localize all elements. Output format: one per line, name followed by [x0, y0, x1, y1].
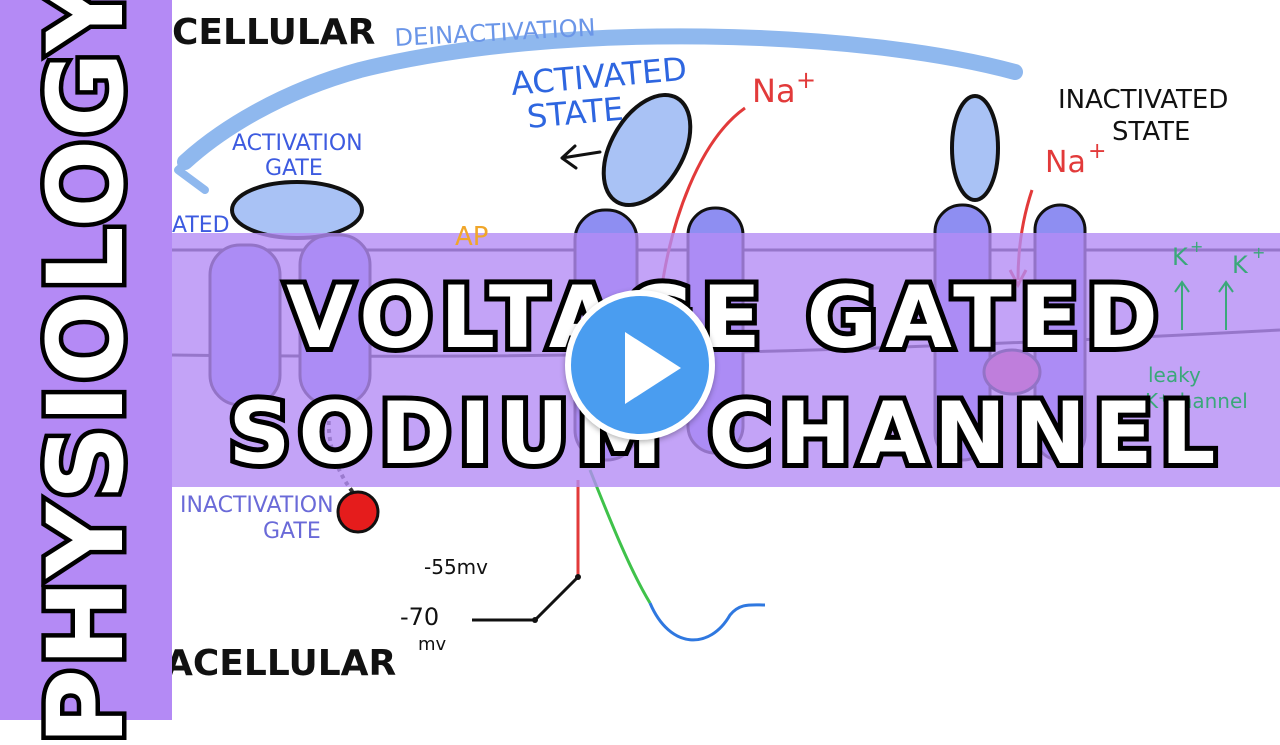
label-k-1: K: [1172, 243, 1189, 271]
deinactivation-arrowhead: [174, 136, 216, 194]
label-mv70: -70: [400, 603, 439, 631]
label-na-1: Na: [752, 72, 796, 110]
play-icon: [625, 332, 681, 404]
play-button[interactable]: [565, 290, 715, 440]
inactivated-gate-shape: [950, 94, 1000, 202]
label-na-2-plus: +: [1088, 139, 1106, 164]
title-line-2: SODIUM CHANNEL: [224, 379, 1224, 489]
label-leaky-1: leaky: [1148, 363, 1201, 387]
label-inactivated-2: STATE: [1112, 117, 1190, 147]
label-top-cellular: CELLULAR: [172, 12, 375, 53]
title-line-1: VOLTAGE GATED: [281, 263, 1166, 373]
deinactivation-arrow: [177, 28, 1023, 170]
label-k-2: K: [1232, 251, 1249, 279]
label-k-1-plus: +: [1190, 237, 1203, 256]
sidebar: PHYSIOLOGY: [0, 0, 172, 745]
label-activated-2: STATE: [525, 90, 624, 136]
label-na-1-plus: +: [796, 66, 816, 94]
k-arrow: [1218, 280, 1234, 330]
inactivation-gate-ball: [336, 490, 380, 534]
small-arrow: [560, 144, 602, 170]
label-inactivation-gate-1: INACTIVATION: [180, 493, 334, 518]
sidebar-title: PHYSIOLOGY: [21, 0, 152, 745]
trace-point: [575, 574, 581, 580]
label-leaky-2: K⁺channel: [1145, 389, 1248, 413]
label-mv55: -55mv: [424, 555, 488, 579]
activated-gate-shape: [601, 93, 693, 207]
label-inactivation-gate-2: GATE: [263, 519, 321, 544]
title-band: [172, 233, 1280, 487]
label-k-2-plus: +: [1252, 243, 1265, 262]
k-arrow: [1174, 280, 1190, 330]
ap-trace-blue: [648, 602, 766, 642]
label-activation-gate-2: GATE: [265, 156, 323, 181]
label-mv-unit: mv: [418, 634, 447, 655]
label-bottom-cellular: ACELLULAR: [165, 643, 396, 684]
label-na-2: Na: [1045, 145, 1086, 180]
trace-point: [532, 617, 538, 623]
label-activation-gate-1: ACTIVATION: [232, 131, 363, 156]
ap-trace-green: [588, 469, 652, 604]
band-overlay-diagram: AP K + K + leaky K⁺channel: [455, 222, 1265, 413]
label-ap: AP: [455, 222, 488, 252]
label-inactivated-1: INACTIVATED: [1058, 85, 1228, 115]
